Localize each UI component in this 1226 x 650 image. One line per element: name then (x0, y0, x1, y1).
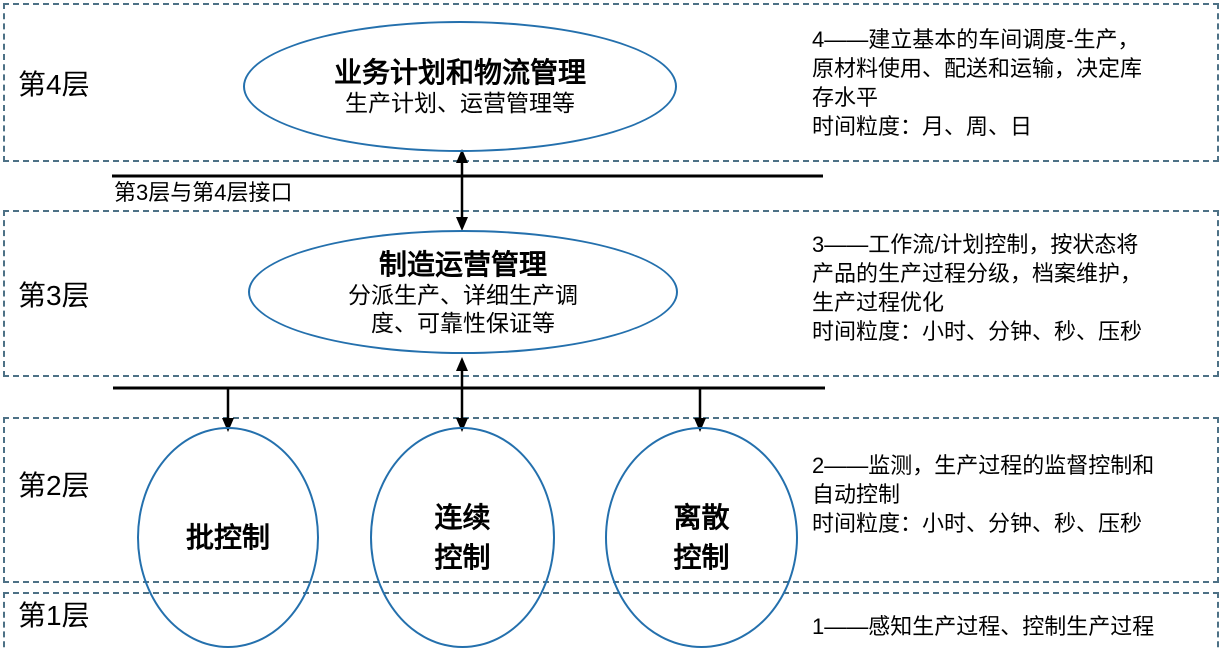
manufacturing-operations-title: 制造运营管理 (378, 248, 547, 280)
discrete-control-label: 离散 控制 (673, 501, 730, 573)
layer1-box (3, 592, 1219, 650)
batch-control-label: 批控制 (185, 521, 270, 553)
business-planning-title: 业务计划和物流管理 (333, 57, 586, 88)
layer1-label: 第1层 (18, 600, 90, 631)
batch-control-ellipse: 批控制 (137, 427, 319, 648)
layer2-description: 2——监测，生产过程的监督控制和 自动控制 时间粒度：小时、分钟、秒、压秒 (812, 453, 1155, 536)
layer3-label: 第3层 (18, 280, 90, 311)
business-planning-ellipse: 业务计划和物流管理 生产计划、运营管理等 (243, 21, 677, 152)
layer2-label: 第2层 (18, 470, 90, 501)
layer3-box (3, 210, 1219, 377)
discrete-control-ellipse: 离散 控制 (605, 427, 798, 648)
continuous-control-label: 连续 控制 (434, 501, 491, 573)
layer2-box (3, 417, 1219, 583)
continuous-control-ellipse: 连续 控制 (370, 427, 555, 648)
business-planning-subtitle: 生产计划、运营管理等 (345, 90, 575, 116)
layer4-box (3, 3, 1219, 162)
layer1-description: 1——感知生产过程、控制生产过程 (812, 614, 1155, 639)
layer4-label: 第4层 (18, 69, 90, 100)
layer4-description: 4——建立基本的车间调度-生产， 原材料使用、配送和运输，决定库 存水平 时间粒… (812, 27, 1143, 139)
interface-label: 第3层与第4层接口 (114, 180, 293, 205)
manufacturing-operations-subtitle: 分派生产、详细生产调 度、可靠性保证等 (348, 281, 578, 336)
layer3-description: 3——工作流/计划控制，按状态将 产品的生产过程分级，档案维护， 生产过程优化 … (812, 232, 1143, 344)
manufacturing-operations-ellipse: 制造运营管理 分派生产、详细生产调 度、可靠性保证等 (248, 230, 678, 354)
